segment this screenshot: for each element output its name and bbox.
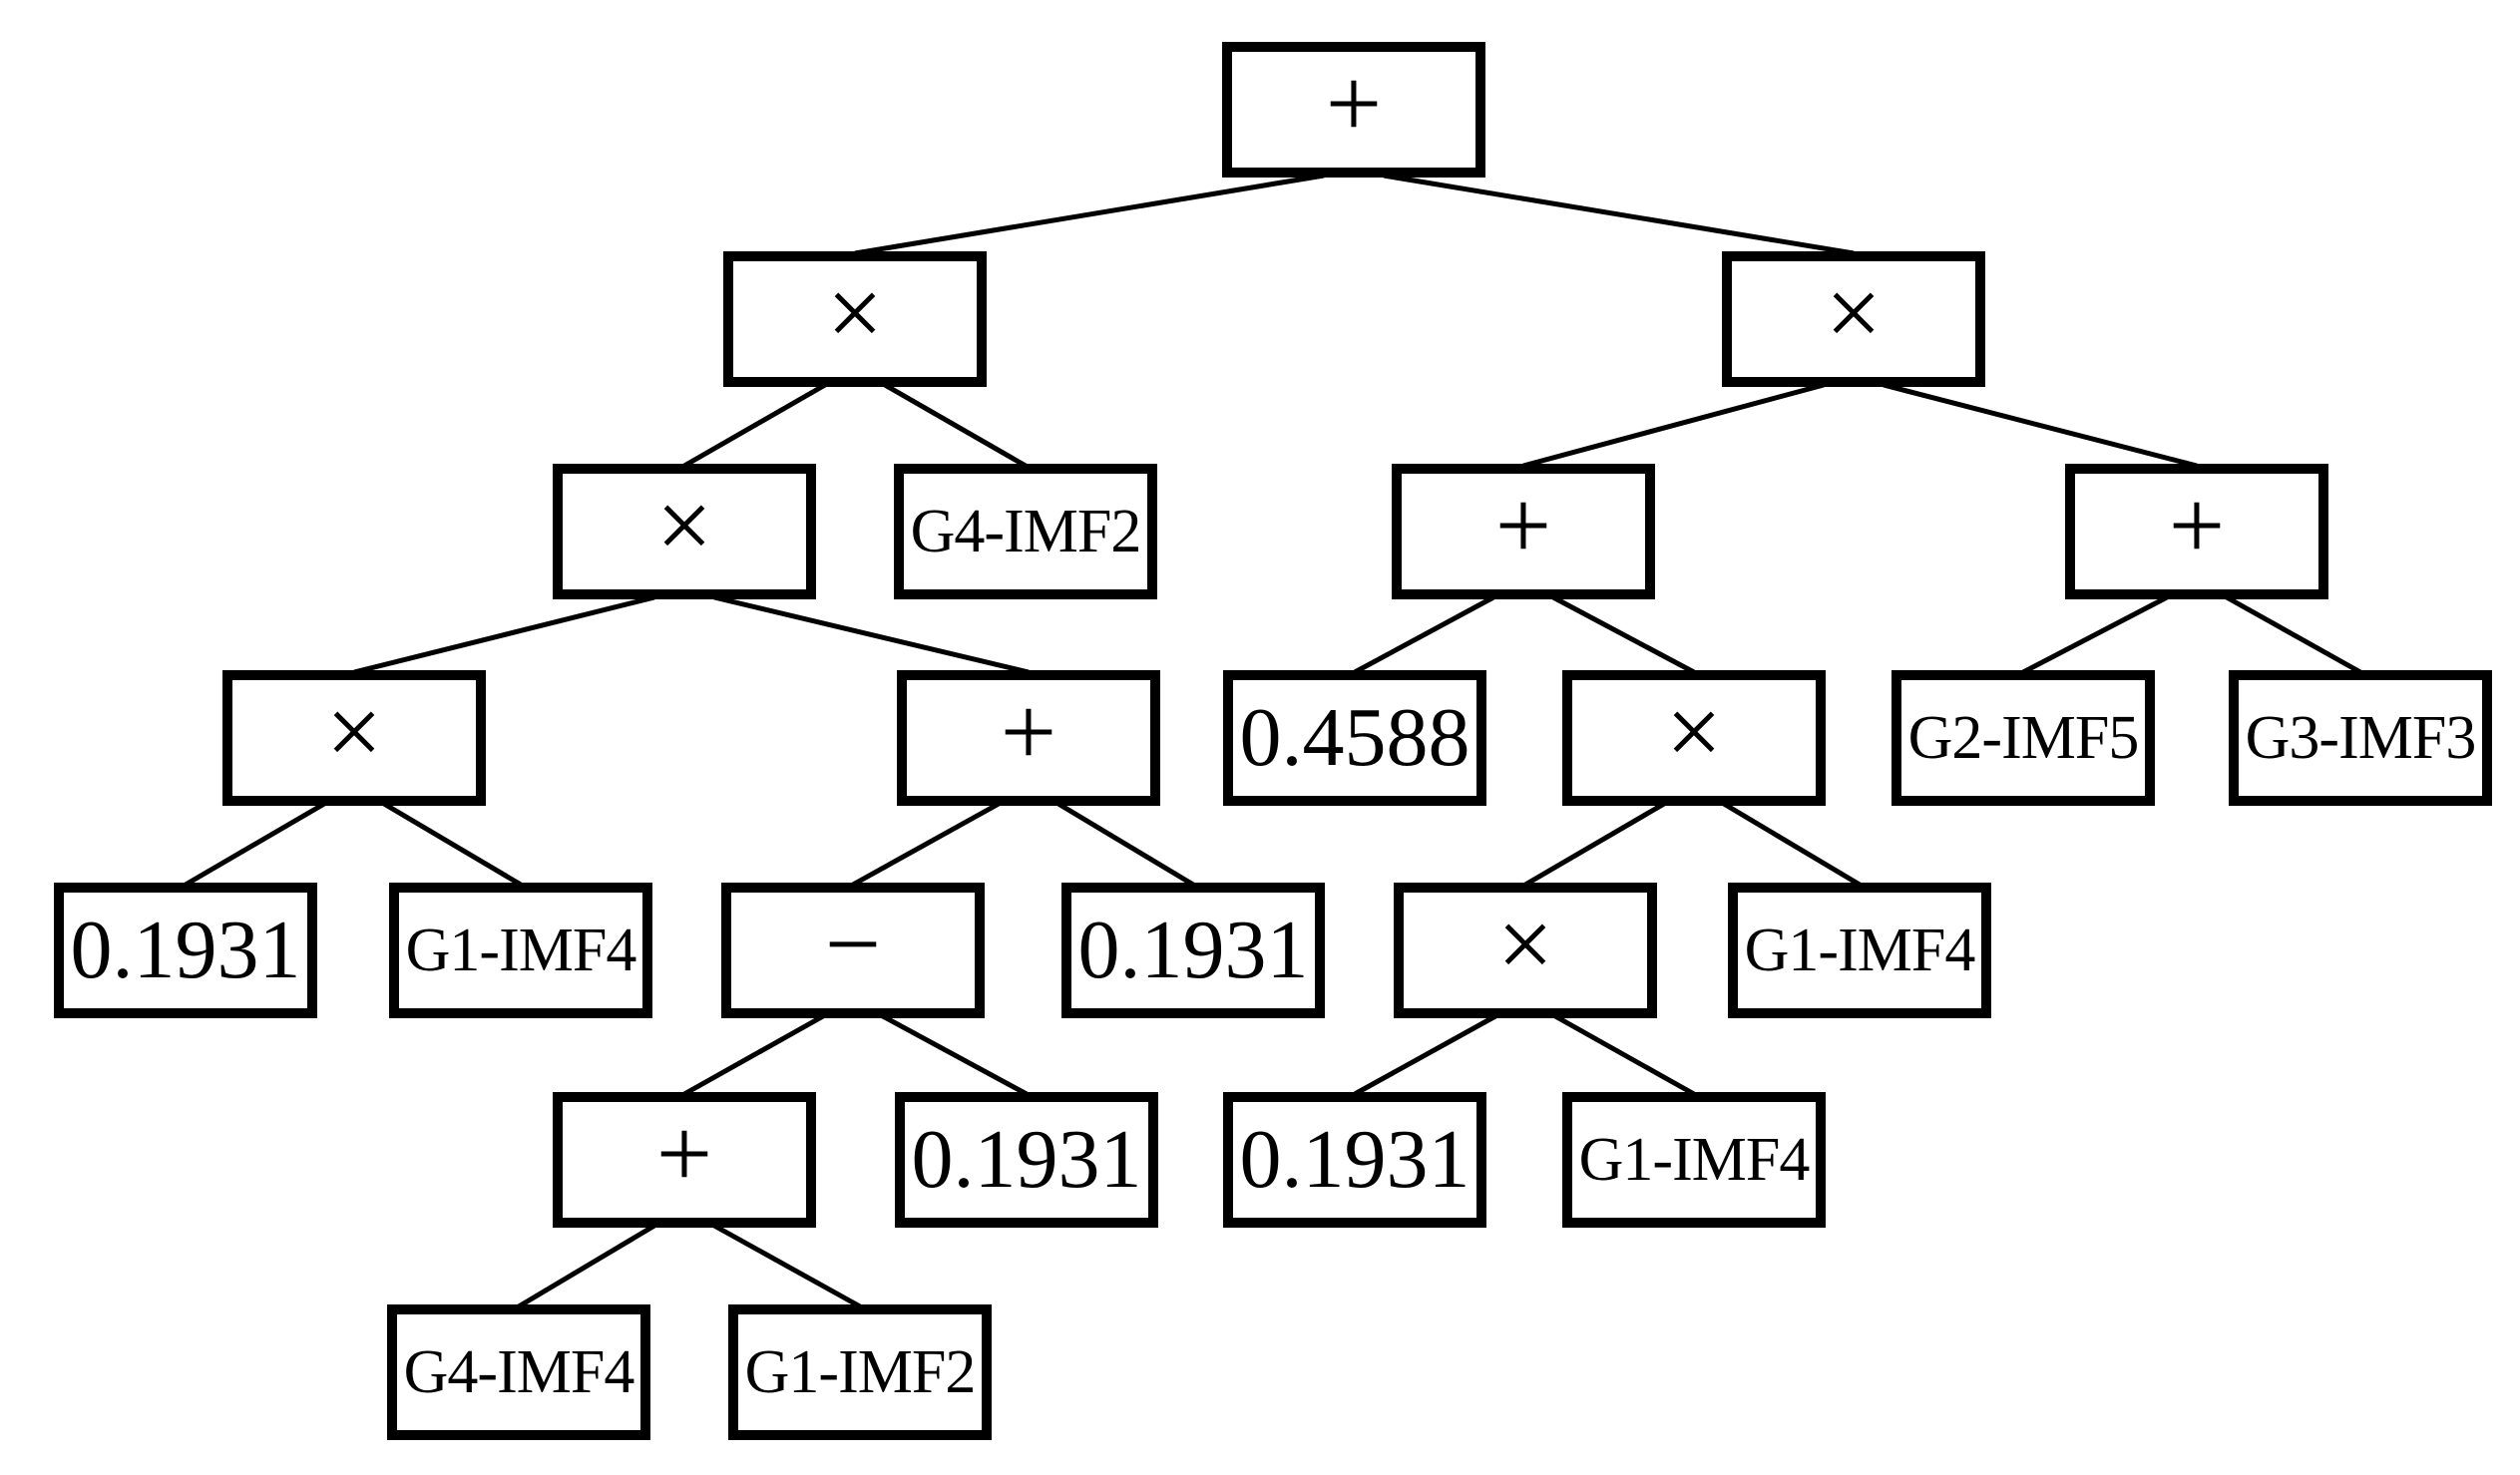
node-g4-imf2: G4-IMF2	[894, 464, 1157, 599]
node-plus-e: +	[553, 1092, 816, 1228]
tree-edge	[1383, 173, 1855, 256]
node-times-e-label: ×	[1665, 676, 1723, 787]
node-plus-d-label: +	[1000, 676, 1057, 787]
tree-edge	[851, 801, 1001, 888]
node-g1-imf4-a-label: G1-IMF4	[405, 917, 637, 984]
tree-edge	[353, 594, 655, 675]
node-const-0-1931-b: 0.1931	[1061, 883, 1325, 1018]
tree-edge	[713, 594, 1030, 675]
node-plus-e-label: +	[655, 1098, 713, 1209]
node-times-c-label: ×	[655, 470, 713, 580]
tree-edge	[712, 1223, 862, 1309]
node-g3-imf3-label: G3-IMF3	[2245, 704, 2477, 772]
node-plus-c: +	[2065, 464, 2328, 599]
node-const-0-1931-a: 0.1931	[54, 883, 317, 1018]
node-times-left-label: ×	[826, 257, 884, 368]
node-minus-a: −	[721, 883, 985, 1018]
node-plus-c-label: +	[2168, 470, 2226, 580]
node-times-e: ×	[1562, 670, 1826, 806]
node-times-f: ×	[1394, 883, 1657, 1018]
tree-edge	[1353, 1013, 1497, 1097]
node-plus-d: +	[897, 670, 1160, 806]
node-times-left: ×	[723, 251, 987, 387]
node-minus-a-label: −	[824, 889, 882, 999]
node-g4-imf4-label: G4-IMF4	[403, 1338, 635, 1406]
node-g1-imf4-b: G1-IMF4	[1728, 883, 1991, 1018]
node-g2-imf5-label: G2-IMF5	[1907, 704, 2140, 772]
node-times-c: ×	[553, 464, 816, 599]
tree-edge	[1722, 801, 1862, 888]
node-g1-imf4-a: G1-IMF4	[389, 883, 652, 1018]
tree-edge	[517, 1223, 656, 1309]
node-root-plus: +	[1222, 42, 1485, 178]
node-times-d-label: ×	[325, 676, 383, 787]
tree-edge	[2225, 594, 2362, 675]
tree-edge	[1523, 801, 1666, 888]
node-const-0-1931-c-label: 0.1931	[911, 1113, 1142, 1206]
node-times-f-label: ×	[1496, 889, 1554, 999]
tree-edge	[854, 173, 1325, 256]
tree-edge	[883, 382, 1028, 469]
node-const-0-1931-a-label: 0.1931	[70, 904, 301, 996]
tree-edge	[682, 1013, 825, 1097]
node-times-right: ×	[1722, 251, 1985, 387]
tree-edge	[1883, 382, 2198, 469]
node-g1-imf2: G1-IMF2	[728, 1304, 992, 1440]
node-g4-imf2-label: G4-IMF2	[910, 498, 1142, 565]
node-const-0-1931-d: 0.1931	[1223, 1092, 1486, 1228]
node-g1-imf4-c: G1-IMF4	[1562, 1092, 1826, 1228]
tree-edge	[382, 801, 523, 888]
tree-edge	[184, 801, 326, 888]
node-root-plus-label: +	[1325, 48, 1383, 159]
node-plus-b-label: +	[1494, 470, 1552, 580]
node-times-d: ×	[222, 670, 486, 806]
tree-edge	[881, 1013, 1029, 1097]
node-const-0-4588-label: 0.4588	[1239, 691, 1470, 784]
node-const-0-4588: 0.4588	[1223, 670, 1486, 806]
node-const-0-1931-c: 0.1931	[895, 1092, 1158, 1228]
node-const-0-1931-d-label: 0.1931	[1239, 1113, 1470, 1206]
node-times-right-label: ×	[1825, 257, 1883, 368]
tree-edge	[682, 382, 827, 469]
node-g3-imf3: G3-IMF3	[2229, 670, 2492, 806]
node-g1-imf4-c-label: G1-IMF4	[1578, 1126, 1811, 1194]
tree-edge	[1522, 382, 1825, 469]
node-g1-imf2-label: G1-IMF2	[744, 1338, 977, 1406]
tree-edge	[2021, 594, 2169, 675]
node-g4-imf4: G4-IMF4	[387, 1304, 650, 1440]
node-g1-imf4-b-label: G1-IMF4	[1744, 917, 1976, 984]
tree-edge	[1553, 1013, 1696, 1097]
tree-edge	[1551, 594, 1696, 675]
tree-edge	[1353, 594, 1495, 675]
node-plus-b: +	[1392, 464, 1655, 599]
node-const-0-1931-b-label: 0.1931	[1077, 904, 1309, 996]
tree-edge	[1056, 801, 1195, 888]
node-g2-imf5: G2-IMF5	[1891, 670, 2155, 806]
